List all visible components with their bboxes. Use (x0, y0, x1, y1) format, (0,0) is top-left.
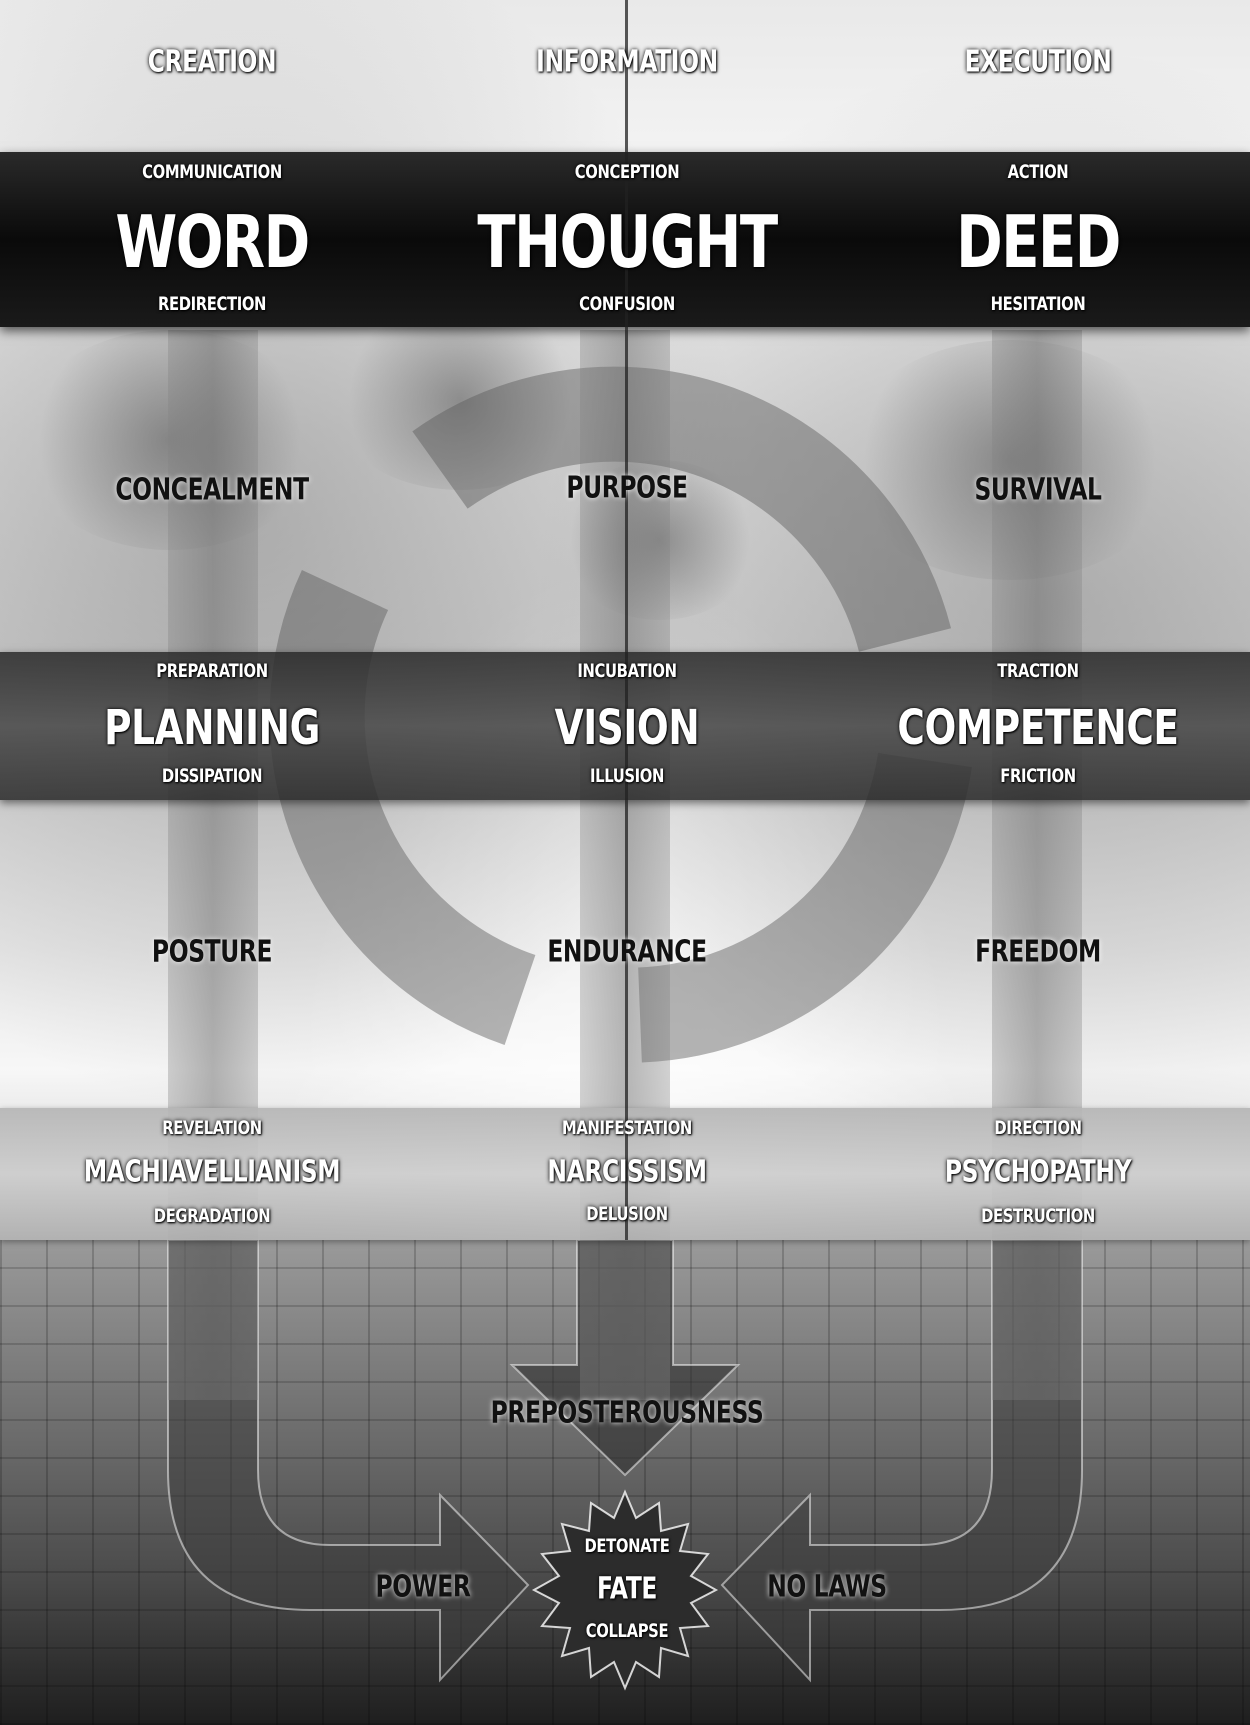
label-freedom: FREEDOM (975, 934, 1101, 970)
label-action: ACTION (1007, 161, 1069, 183)
left-arrow-shape (167, 1239, 530, 1683)
label-word: WORD (115, 200, 310, 284)
label-competence: COMPETENCE (897, 700, 1179, 756)
center-axis-line (625, 0, 628, 1240)
label-no-laws: NO LAWS (767, 1569, 887, 1605)
label-endurance: ENDURANCE (547, 934, 707, 970)
label-direction: DIRECTION (994, 1117, 1082, 1139)
label-planning: PLANNING (104, 700, 320, 756)
label-degradation: DEGRADATION (153, 1205, 271, 1227)
label-preposterousness: PREPOSTEROUSNESS (490, 1395, 764, 1431)
label-delusion: DELUSION (586, 1203, 668, 1225)
label-creation: CREATION (147, 44, 277, 80)
label-redirection: REDIRECTION (157, 293, 267, 315)
label-traction: TRACTION (997, 660, 1079, 682)
label-narcissism: NARCISSISM (547, 1154, 707, 1190)
label-fate: FATE (597, 1571, 657, 1607)
label-conception: CONCEPTION (574, 161, 680, 183)
label-confusion: CONFUSION (579, 293, 675, 315)
label-concealment: CONCEALMENT (115, 472, 309, 508)
label-hesitation: HESITATION (990, 293, 1086, 315)
label-purpose: PURPOSE (566, 470, 688, 506)
label-power: POWER (375, 1569, 471, 1605)
label-manifestation: MANIFESTATION (562, 1117, 692, 1139)
label-collapse: COLLAPSE (585, 1620, 669, 1642)
label-destruction: DESTRUCTION (981, 1205, 1095, 1227)
label-detonate: DETONATE (584, 1535, 670, 1557)
label-friction: FRICTION (1000, 765, 1076, 787)
label-psychopathy: PSYCHOPATHY (944, 1154, 1132, 1190)
label-deed: DEED (956, 200, 1121, 284)
label-machiavellianism: MACHIAVELLIANISM (83, 1154, 341, 1190)
label-communication: COMMUNICATION (142, 161, 282, 183)
label-illusion: ILLUSION (590, 765, 664, 787)
label-revelation: REVELATION (162, 1117, 262, 1139)
label-preparation: PREPARATION (156, 660, 268, 682)
cloud-shape (330, 310, 590, 490)
starburst-shape (531, 1489, 719, 1691)
label-survival: SURVIVAL (974, 472, 1102, 508)
label-information: INFORMATION (536, 44, 718, 80)
label-dissipation: DISSIPATION (161, 765, 263, 787)
label-incubation: INCUBATION (577, 660, 677, 682)
label-execution: EXECUTION (964, 44, 1112, 80)
label-thought: THOUGHT (477, 200, 778, 284)
label-posture: POSTURE (151, 934, 273, 970)
label-vision: VISION (554, 700, 700, 756)
